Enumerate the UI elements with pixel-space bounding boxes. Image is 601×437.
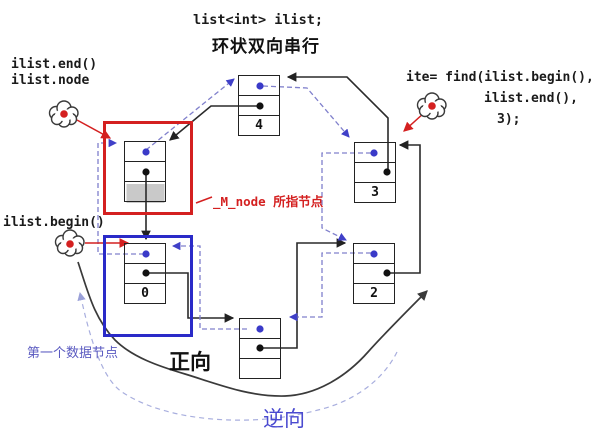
prev-pointer-dot (370, 250, 378, 258)
prev-arrow-sentinel-to-4 (145, 78, 235, 151)
data-field: 2 (354, 283, 394, 303)
prev-arrow-1-to-0 (171, 241, 247, 330)
diagram-title: 环状双向串行 (212, 37, 320, 57)
next-pointer-dot (142, 269, 150, 277)
prev-field (125, 142, 165, 161)
prev-field (354, 244, 394, 263)
backward-direction-label: 逆向 (263, 407, 305, 431)
next-pointer-dot (256, 102, 264, 110)
first-data-node-annotation: 第一个数据节点 (27, 346, 119, 361)
next-arrow-2-to-3 (388, 140, 421, 274)
data-field (125, 181, 165, 201)
next-field (125, 263, 165, 283)
prev-pointer-dot (256, 82, 264, 90)
prev-field (355, 143, 395, 162)
node-3: 3 (354, 142, 396, 203)
next-arrow-4-to-sentinel (169, 105, 259, 141)
prev-pointer-dot (142, 250, 150, 258)
next-field (240, 338, 280, 358)
prev-field (239, 76, 279, 95)
node-4: 4 (238, 75, 280, 136)
next-pointer-dot (383, 168, 391, 176)
next-arrow-3-to-4 (286, 72, 389, 172)
m-node-highlight-box (103, 121, 193, 215)
m-node-label-connector (195, 196, 213, 204)
m-node-annotation: _M_node 所指节点 (213, 194, 324, 209)
prev-pointer-dot (256, 325, 264, 333)
next-field (354, 263, 394, 283)
prev-field (125, 244, 165, 263)
data-field: 3 (355, 182, 395, 202)
next-arrow-1-to-2 (261, 238, 347, 349)
cloud-pointer-begin-icon (54, 229, 85, 257)
node-1 (239, 318, 281, 379)
prev-pointer-dot (142, 148, 150, 156)
next-field (125, 161, 165, 181)
first-data-node-highlight-box (103, 235, 193, 337)
prev-pointer-dot (370, 149, 378, 157)
node-sentinel (124, 141, 166, 202)
next-field (355, 162, 395, 182)
node-2: 2 (353, 243, 395, 304)
next-pointer-dot (383, 269, 391, 277)
data-field (240, 358, 280, 378)
cloud-pointer-end-icon (48, 100, 79, 128)
find-call-line3: 3); (497, 112, 521, 127)
forward-direction-curve (77, 261, 428, 397)
find-call-line2: ilist.end(), (484, 91, 578, 106)
cloud-pointer-ite-icon (416, 92, 447, 120)
data-field: 4 (239, 115, 279, 135)
next-field (239, 95, 279, 115)
ilist-node-label: ilist.node (11, 73, 90, 88)
prev-arrow-3-to-2 (321, 152, 371, 241)
next-arrow-0-to-1 (147, 272, 235, 323)
next-pointer-dot (256, 344, 264, 352)
prev-field (240, 319, 280, 338)
forward-direction-label: 正向 (169, 350, 211, 374)
end-pointer-dot (60, 110, 68, 118)
find-call-line1: ite= find(ilist.begin(), (406, 70, 594, 85)
prev-arrow-2-to-1 (288, 252, 371, 322)
next-pointer-dot (142, 168, 150, 176)
code-declaration: list<int> ilist; (193, 12, 324, 28)
prev-arrow-4-to-3 (262, 85, 350, 138)
ilist-begin-label: ilist.begin() (3, 215, 105, 230)
ite-pointer-arrow (403, 112, 425, 132)
begin-pointer-dot (66, 240, 74, 248)
backward-direction-curve (77, 291, 398, 421)
data-field: 0 (125, 283, 165, 303)
node-0: 0 (124, 243, 166, 304)
ilist-end-label: ilist.end() (11, 57, 98, 72)
ite-pointer-dot (428, 102, 436, 110)
